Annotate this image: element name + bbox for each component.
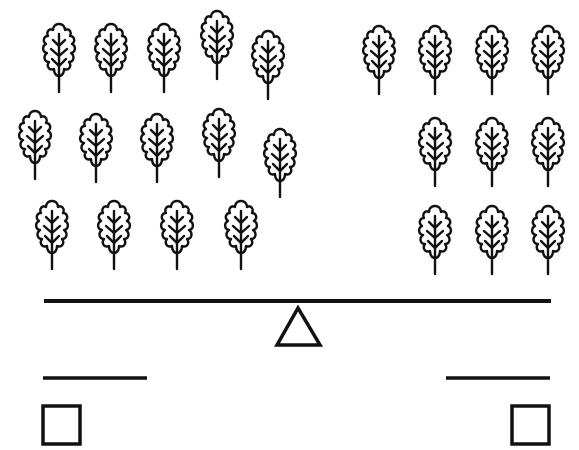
- oak-leaf-icon: [419, 206, 451, 274]
- left-answer-box[interactable]: [43, 406, 80, 444]
- oak-leaf-icon: [532, 118, 564, 186]
- oak-leaf-icon: [476, 206, 508, 274]
- oak-leaf-icon: [43, 24, 75, 92]
- right-leaf-group: [363, 26, 564, 274]
- oak-leaf-icon: [80, 114, 112, 182]
- oak-leaf-icon: [225, 201, 257, 269]
- oak-leaf-icon: [419, 26, 451, 94]
- oak-leaf-icon: [476, 26, 508, 94]
- right-answer-box[interactable]: [512, 406, 549, 444]
- oak-leaf-icon: [532, 206, 564, 274]
- oak-leaf-icon: [203, 109, 235, 177]
- left-leaf-group: [19, 11, 296, 269]
- oak-leaf-icon: [532, 26, 564, 94]
- oak-leaf-icon: [141, 114, 173, 182]
- oak-leaf-icon: [264, 129, 296, 197]
- fulcrum-triangle: [277, 308, 320, 345]
- oak-leaf-icon: [98, 201, 130, 269]
- oak-leaf-icon: [252, 31, 284, 99]
- oak-leaf-icon: [476, 118, 508, 186]
- oak-leaf-icon: [161, 201, 193, 269]
- oak-leaf-icon: [419, 118, 451, 186]
- oak-leaf-icon: [36, 201, 68, 269]
- oak-leaf-icon: [19, 111, 51, 179]
- oak-leaf-icon: [201, 11, 233, 79]
- oak-leaf-icon: [148, 24, 180, 92]
- oak-leaf-icon: [95, 24, 127, 92]
- oak-leaf-icon: [363, 26, 395, 94]
